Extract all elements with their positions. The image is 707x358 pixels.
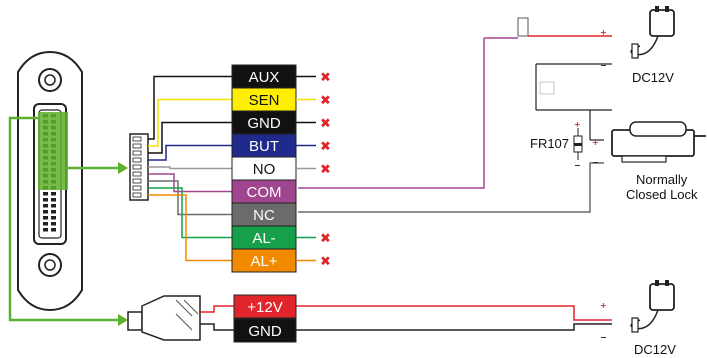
unused-markers: ✖ ✖ ✖ ✖ ✖ ✖ ✖	[296, 71, 331, 270]
power-terminal-label: GND	[248, 323, 282, 340]
power-adapter-icon-bottom	[630, 280, 675, 333]
lock-icon	[611, 121, 706, 163]
wire-1	[148, 98, 232, 147]
terminal-label: SEN	[249, 92, 280, 109]
wire-8	[148, 194, 232, 262]
lock-label-line1: Normally	[636, 172, 688, 187]
cross-icon: ✖	[320, 94, 331, 109]
cross-icon: ✖	[320, 255, 331, 270]
lock-circuit: + − + − + −	[298, 17, 612, 213]
svg-text:−: −	[574, 161, 581, 170]
svg-text:+: +	[574, 120, 581, 129]
terminal-label: NO	[253, 161, 276, 178]
arrow-to-power-plug	[8, 116, 128, 326]
wire-5	[148, 173, 232, 193]
terminal-label: NC	[253, 207, 275, 224]
svg-text:−: −	[592, 158, 599, 167]
terminal-label: AUX	[249, 69, 280, 86]
diode-label: FR107	[530, 136, 569, 151]
power-terminal-block: +12V GND	[233, 294, 297, 343]
adapter-label-bottom: DC12V	[634, 342, 676, 357]
power-adapter-icon-top	[630, 6, 675, 59]
power-plug	[127, 295, 201, 341]
connector-highlight	[38, 112, 68, 190]
cross-icon: ✖	[320, 117, 331, 132]
terminal-com: COM	[231, 179, 297, 204]
terminal-label: COM	[247, 184, 282, 201]
wire-7	[148, 187, 232, 239]
wire-12v-bottom	[200, 305, 234, 313]
svg-text:+: +	[600, 301, 607, 310]
diode	[573, 128, 583, 160]
svg-text:−: −	[600, 61, 607, 70]
terminal-al: AL-	[231, 225, 297, 250]
cross-icon: ✖	[320, 140, 331, 155]
terminal-gnd: GND	[231, 110, 297, 135]
dc-plug-top	[484, 17, 529, 39]
svg-text:+: +	[592, 138, 599, 147]
adapter-label-top: DC12V	[632, 70, 674, 85]
cross-icon: ✖	[320, 71, 331, 86]
terminal-label: GND	[247, 115, 281, 132]
cross-icon: ✖	[320, 163, 331, 178]
terminal-label: BUT	[249, 138, 279, 155]
wire-3	[148, 144, 232, 161]
svg-text:−: −	[600, 333, 607, 342]
terminal-al: AL+	[231, 248, 297, 273]
terminal-label: AL+	[250, 253, 277, 270]
terminal-label: AL-	[252, 230, 275, 247]
terminal-block: AUX SEN GND BUT NO COM NC AL- AL+	[231, 64, 297, 273]
wire-4	[148, 166, 232, 170]
terminal-no: NO	[231, 156, 297, 181]
power-terminal-label: +12V	[247, 299, 282, 316]
wire-6	[148, 180, 232, 216]
device-connector	[17, 50, 83, 312]
terminal-but: BUT	[231, 133, 297, 158]
wire-plug	[129, 133, 149, 201]
terminal-nc: NC	[231, 202, 297, 227]
lock-label-line2: Closed Lock	[626, 187, 698, 202]
arrow-to-plug	[68, 162, 128, 174]
wire-2	[148, 121, 232, 154]
signal-wires	[148, 75, 232, 262]
power-terminal-12v: +12V	[233, 294, 297, 319]
wire-0	[148, 75, 232, 140]
terminal-sen: SEN	[231, 87, 297, 112]
power-terminal-gnd: GND	[233, 318, 297, 343]
cross-icon: ✖	[320, 232, 331, 247]
svg-text:+: +	[600, 28, 607, 37]
terminal-aux: AUX	[231, 64, 297, 89]
